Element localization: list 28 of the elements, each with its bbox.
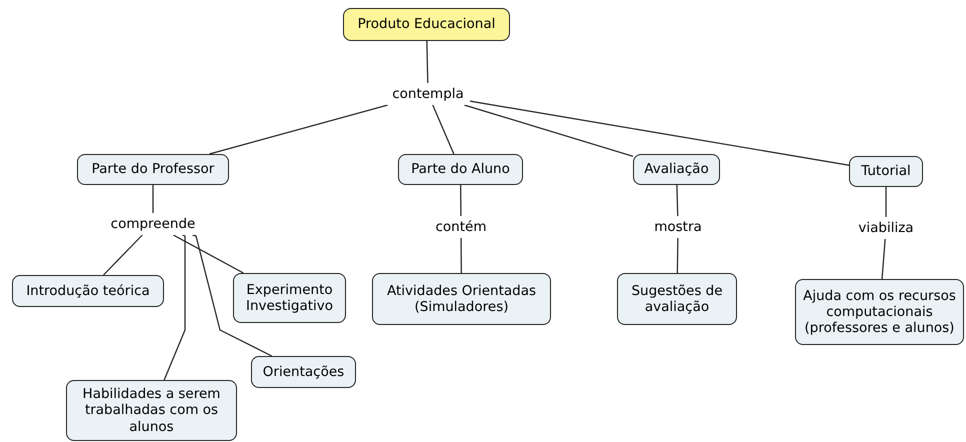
concept-box: Ajuda com os recursos computacionais (professores e alunos) <box>795 279 964 345</box>
concept-box: Habilidades a serem trabalhadas com os alunos <box>66 380 237 441</box>
concept-box: Tutorial <box>849 156 923 187</box>
connector-line <box>209 104 388 155</box>
connector-line <box>464 104 634 157</box>
concept-box: Introdução teórica <box>12 275 164 307</box>
connector-line <box>426 40 428 84</box>
connector-line <box>432 104 454 154</box>
connector-line <box>460 185 462 216</box>
connector-line <box>164 234 186 380</box>
connector-line <box>885 187 887 217</box>
connector-line <box>676 238 678 273</box>
connector-line <box>470 100 850 166</box>
concept-box: Orientações <box>251 356 356 388</box>
connector-line <box>173 234 244 274</box>
concept-box: Parte do Professor <box>77 154 229 185</box>
concept-box: Experimento Investigativo <box>233 273 346 323</box>
connector-line <box>676 184 678 216</box>
concept-box: Atividades Orientadas (Simuladores) <box>372 273 551 325</box>
connector-line <box>881 238 886 280</box>
concept-box: Produto Educacional <box>343 8 510 41</box>
connector-line <box>192 234 272 357</box>
concept-box: Avaliação <box>633 154 720 185</box>
concept-box: Sugestões de avaliação <box>617 273 737 325</box>
concept-box: Parte do Aluno <box>398 154 523 185</box>
connector-line <box>103 234 143 276</box>
connector-line <box>460 238 462 273</box>
connector-line <box>152 185 154 213</box>
